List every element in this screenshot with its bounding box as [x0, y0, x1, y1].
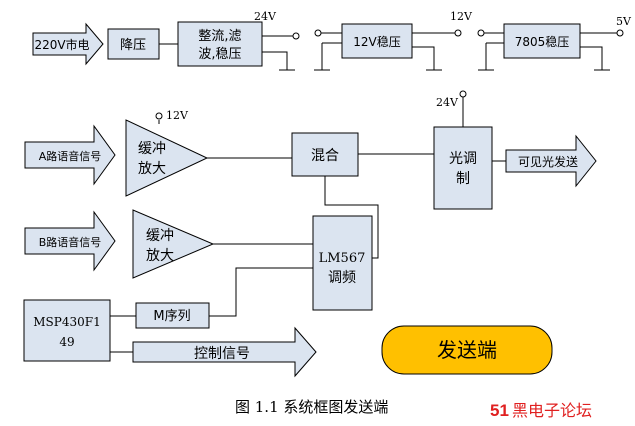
input-a-label: A路语音信号 [39, 149, 102, 163]
v5-label: 5V [616, 15, 632, 28]
stepdown-block: 降压 [107, 28, 160, 60]
control-signal-label: 控制信号 [194, 346, 250, 362]
modulator-block: 光调 制 [433, 126, 493, 210]
m-sequence-label: M序列 [153, 309, 190, 324]
control-signal-arrow: 控制信号 [132, 326, 317, 378]
mcu-label-line2: 49 [59, 335, 74, 349]
mcu-block: MSP430F1 49 [23, 299, 111, 362]
buffer-a-label-line1: 缓冲 [138, 141, 166, 157]
reg12-label: 12V稳压 [353, 34, 400, 49]
modulator-label-line1: 光调 [449, 151, 477, 167]
rectifier-label-line2: 波,稳压 [198, 46, 241, 62]
msequence-to-lm567-wire [209, 267, 313, 317]
rectifier-ground-wire [262, 51, 288, 70]
buffer-a-supply-label: 12V [166, 109, 189, 122]
reg12-input-terminal [314, 29, 322, 37]
v24-label: 24V [254, 10, 277, 23]
lm567-label-line2: 调频 [328, 270, 356, 286]
mixer-block: 混合 [291, 132, 359, 177]
v24-terminal [292, 32, 300, 40]
mixer-label: 混合 [311, 148, 339, 164]
modulator-supply-label: 24V [436, 96, 459, 109]
watermark-number: 51 [490, 401, 509, 420]
buffer-b-amplifier: 缓冲 放大 [132, 209, 215, 279]
mixer-to-lm567-wire [324, 176, 379, 259]
rectifier-block: 整流,滤 波,稳压 [177, 21, 263, 67]
watermark-text: 黑电子论坛 [512, 401, 592, 420]
watermark: 51 黑电子论坛 [490, 401, 592, 420]
sender-badge-label: 发送端 [437, 338, 497, 362]
buffer-a-amplifier: 缓冲 放大 [125, 119, 209, 197]
output-arrow: 可见光发送 [505, 134, 597, 188]
m-sequence-block: M序列 [135, 302, 210, 329]
input-b-arrow: B路语音信号 [24, 210, 116, 272]
reg5-block: 7805稳压 [503, 23, 581, 59]
lm567-block: LM567 调频 [312, 215, 373, 311]
input-a-arrow: A路语音信号 [24, 124, 116, 186]
buffer-b-label-line2: 放大 [146, 248, 174, 264]
buffer-a-label-line2: 放大 [138, 161, 166, 177]
figure-caption: 图 1.1 系统框图发送端 [235, 398, 388, 416]
modulator-supply-terminal [459, 90, 467, 98]
reg5-label: 7805稳压 [515, 34, 570, 49]
reg12-right-ground-wire [412, 46, 435, 70]
reg12-block: 12V稳压 [341, 23, 413, 59]
mcu-label-line1: MSP430F1 [33, 315, 100, 329]
reg5-input-terminal [477, 29, 485, 37]
v12-terminal [454, 29, 462, 37]
rectifier-label-line1: 整流,滤 [198, 29, 241, 44]
v12-label: 12V [450, 10, 473, 23]
reg5-right-ground-wire [580, 46, 603, 70]
v5-terminal [616, 29, 624, 37]
modulator-label-line2: 制 [456, 171, 470, 187]
lm567-label-line1: LM567 [319, 251, 366, 266]
output-label: 可见光发送 [518, 154, 578, 169]
buffer-a-supply-terminal [155, 112, 163, 120]
stepdown-label: 降压 [120, 38, 146, 53]
mains-arrow: 220V市电 [32, 22, 104, 66]
mains-label: 220V市电 [34, 37, 89, 52]
buffer-b-label-line1: 缓冲 [146, 228, 174, 244]
input-b-label: B路语音信号 [39, 235, 102, 249]
sender-badge: 发送端 [381, 325, 553, 375]
sender-badge-bg [381, 325, 553, 375]
